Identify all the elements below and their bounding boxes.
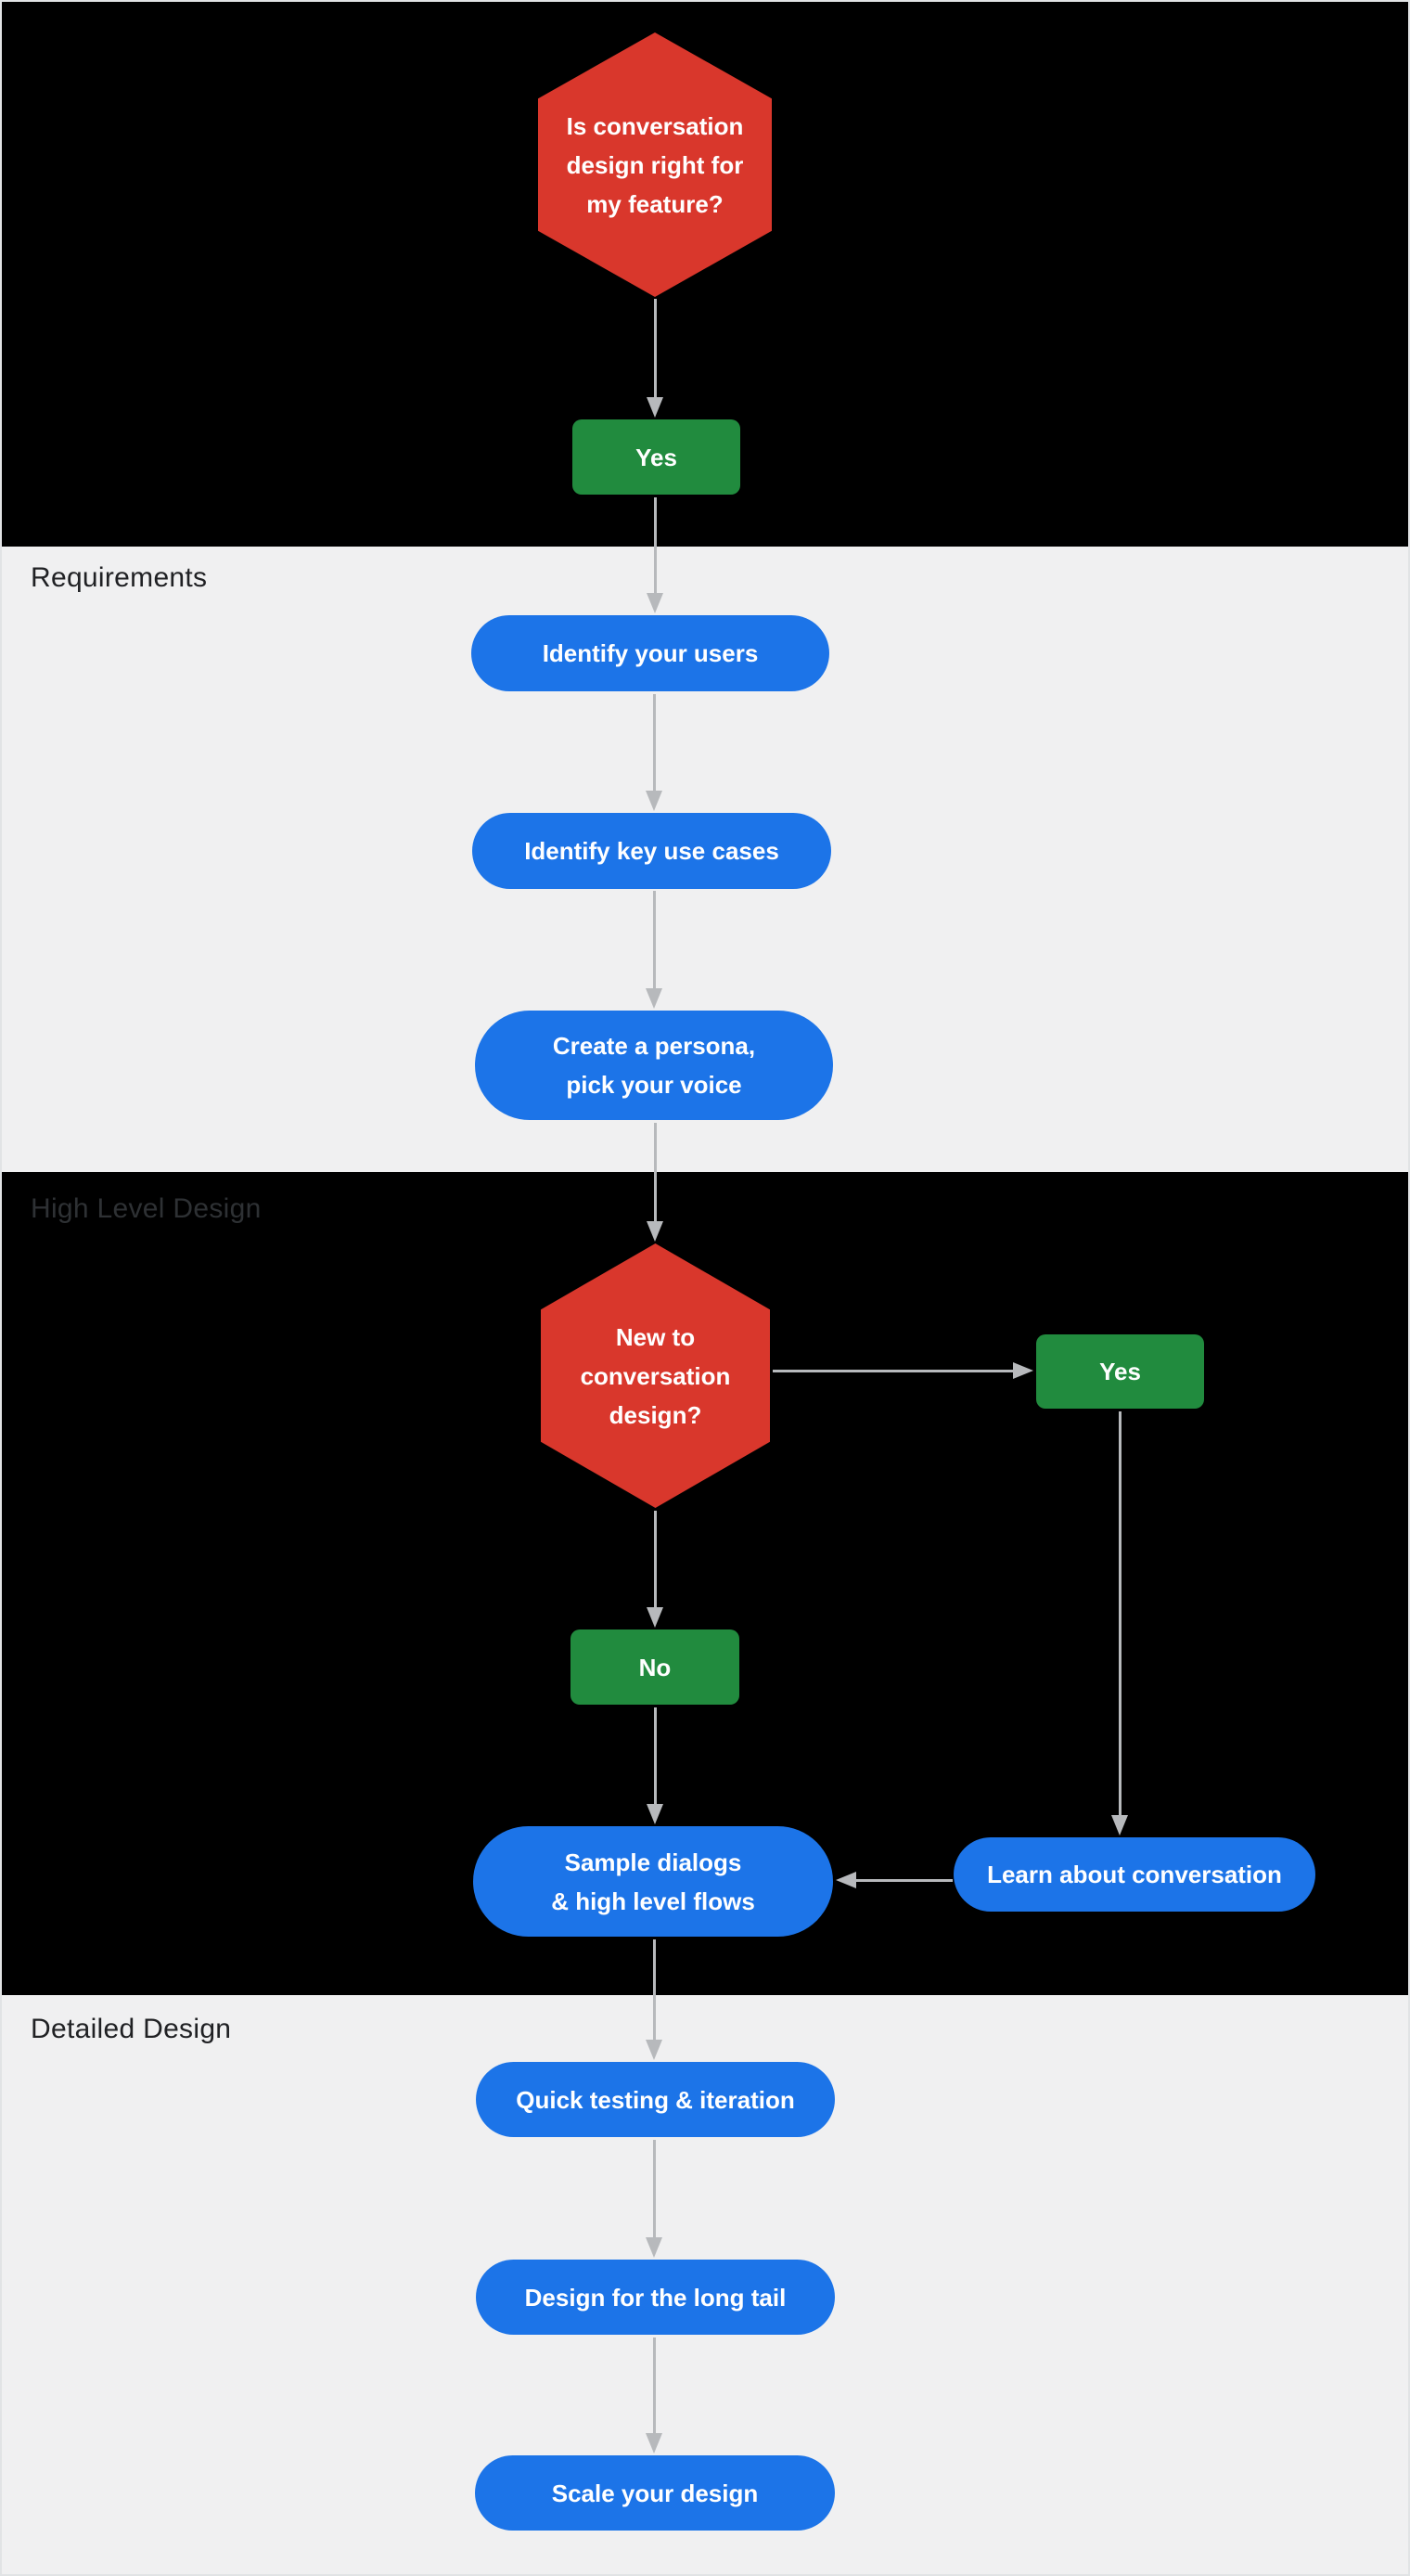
arrow-decision1-to-yes	[645, 299, 665, 418]
arrow-shaft	[653, 1123, 657, 1221]
arrow-down-icon	[647, 1804, 663, 1824]
section-label-detailed-design: Detailed Design	[31, 2014, 232, 2044]
answer-no-new-to-design: No	[570, 1629, 739, 1705]
step-learn-about-conversation: Learn about conversation	[954, 1837, 1315, 1912]
arrow-shaft	[652, 891, 656, 988]
arrow-shaft	[856, 1878, 953, 1882]
arrow-down-icon	[646, 791, 662, 811]
arrow-down-icon	[646, 2040, 662, 2060]
arrow-persona-to-decision2	[645, 1123, 665, 1242]
arrow-down-icon	[647, 593, 663, 613]
step-label: Scale your design	[551, 2479, 759, 2507]
step-label: Quick testing & iteration	[516, 2085, 795, 2114]
arrow-down-icon	[647, 1221, 663, 1242]
arrow-users-to-use-cases	[644, 694, 664, 811]
decision-is-conversation-design-right: Is conversation design right for my feat…	[538, 32, 772, 297]
arrow-down-icon	[646, 2237, 662, 2258]
arrow-decision2-to-yes	[773, 1360, 1033, 1381]
step-text-line: Sample dialogs	[564, 1848, 742, 1876]
arrow-sample-to-quick-testing	[644, 1939, 664, 2060]
answer-label: Yes	[635, 443, 677, 471]
decision-text-line: my feature?	[586, 189, 724, 218]
answer-label: No	[638, 1653, 672, 1681]
step-label: Identify key use cases	[524, 837, 779, 865]
arrow-long-tail-to-scale	[644, 2338, 664, 2454]
arrow-left-icon	[836, 1872, 856, 1888]
step-text-line: & high level flows	[551, 1887, 755, 1915]
arrow-shaft	[1118, 1411, 1122, 1815]
answer-label: Yes	[1099, 1358, 1141, 1385]
step-label: Design for the long tail	[524, 2283, 787, 2312]
arrow-right-icon	[1013, 1362, 1033, 1379]
arrow-shaft	[652, 2338, 656, 2433]
step-scale-your-design: Scale your design	[475, 2455, 835, 2531]
section-label-high-level-design: High Level Design	[31, 1193, 262, 1224]
arrow-yes-to-identify-users	[645, 497, 665, 613]
arrow-shaft	[773, 1369, 1013, 1372]
section-label-requirements: Requirements	[31, 562, 208, 593]
arrow-no-to-sample-dialogs	[645, 1707, 665, 1824]
step-text-line: pick your voice	[566, 1071, 742, 1099]
step-create-a-persona: Create a persona, pick your voice	[475, 1011, 833, 1120]
arrow-down-icon	[1111, 1815, 1128, 1835]
decision-new-to-conversation-design: New to conversation design?	[541, 1243, 770, 1508]
arrow-quick-testing-to-long-tail	[644, 2140, 664, 2258]
decision-text-line: conversation	[580, 1361, 731, 1390]
decision-text-line: design right for	[566, 150, 744, 179]
arrow-shaft	[652, 694, 656, 791]
decision-text-line: Is conversation	[566, 111, 744, 140]
step-identify-your-users: Identify your users	[471, 615, 829, 691]
step-sample-dialogs: Sample dialogs & high level flows	[473, 1826, 833, 1937]
arrow-down-icon	[647, 1607, 663, 1628]
arrow-shaft	[652, 2140, 656, 2237]
answer-yes-new-to-design: Yes	[1036, 1334, 1204, 1409]
answer-yes-start: Yes	[572, 419, 740, 495]
arrow-decision2-to-no	[645, 1511, 665, 1628]
decision-text-line: design?	[609, 1400, 702, 1429]
step-label: Learn about conversation	[987, 1861, 1282, 1888]
arrow-shaft	[653, 1707, 657, 1804]
decision-text-line: New to	[615, 1322, 696, 1351]
arrow-shaft	[652, 1939, 656, 2040]
arrow-shaft	[653, 1511, 657, 1607]
arrow-yes-to-learn-conversation	[1109, 1411, 1130, 1835]
step-design-for-the-long-tail: Design for the long tail	[476, 2260, 835, 2335]
arrow-down-icon	[646, 988, 662, 1009]
step-text-line: Create a persona,	[552, 1032, 756, 1060]
arrow-shaft	[653, 299, 657, 397]
arrow-shaft	[653, 497, 657, 593]
arrow-learn-to-sample-dialogs	[836, 1870, 953, 1890]
step-quick-testing-iteration: Quick testing & iteration	[476, 2062, 835, 2137]
arrow-use-cases-to-persona	[644, 891, 664, 1009]
step-label: Identify your users	[542, 639, 759, 667]
arrow-down-icon	[647, 397, 663, 418]
step-identify-key-use-cases: Identify key use cases	[472, 813, 831, 889]
arrow-down-icon	[646, 2433, 662, 2454]
